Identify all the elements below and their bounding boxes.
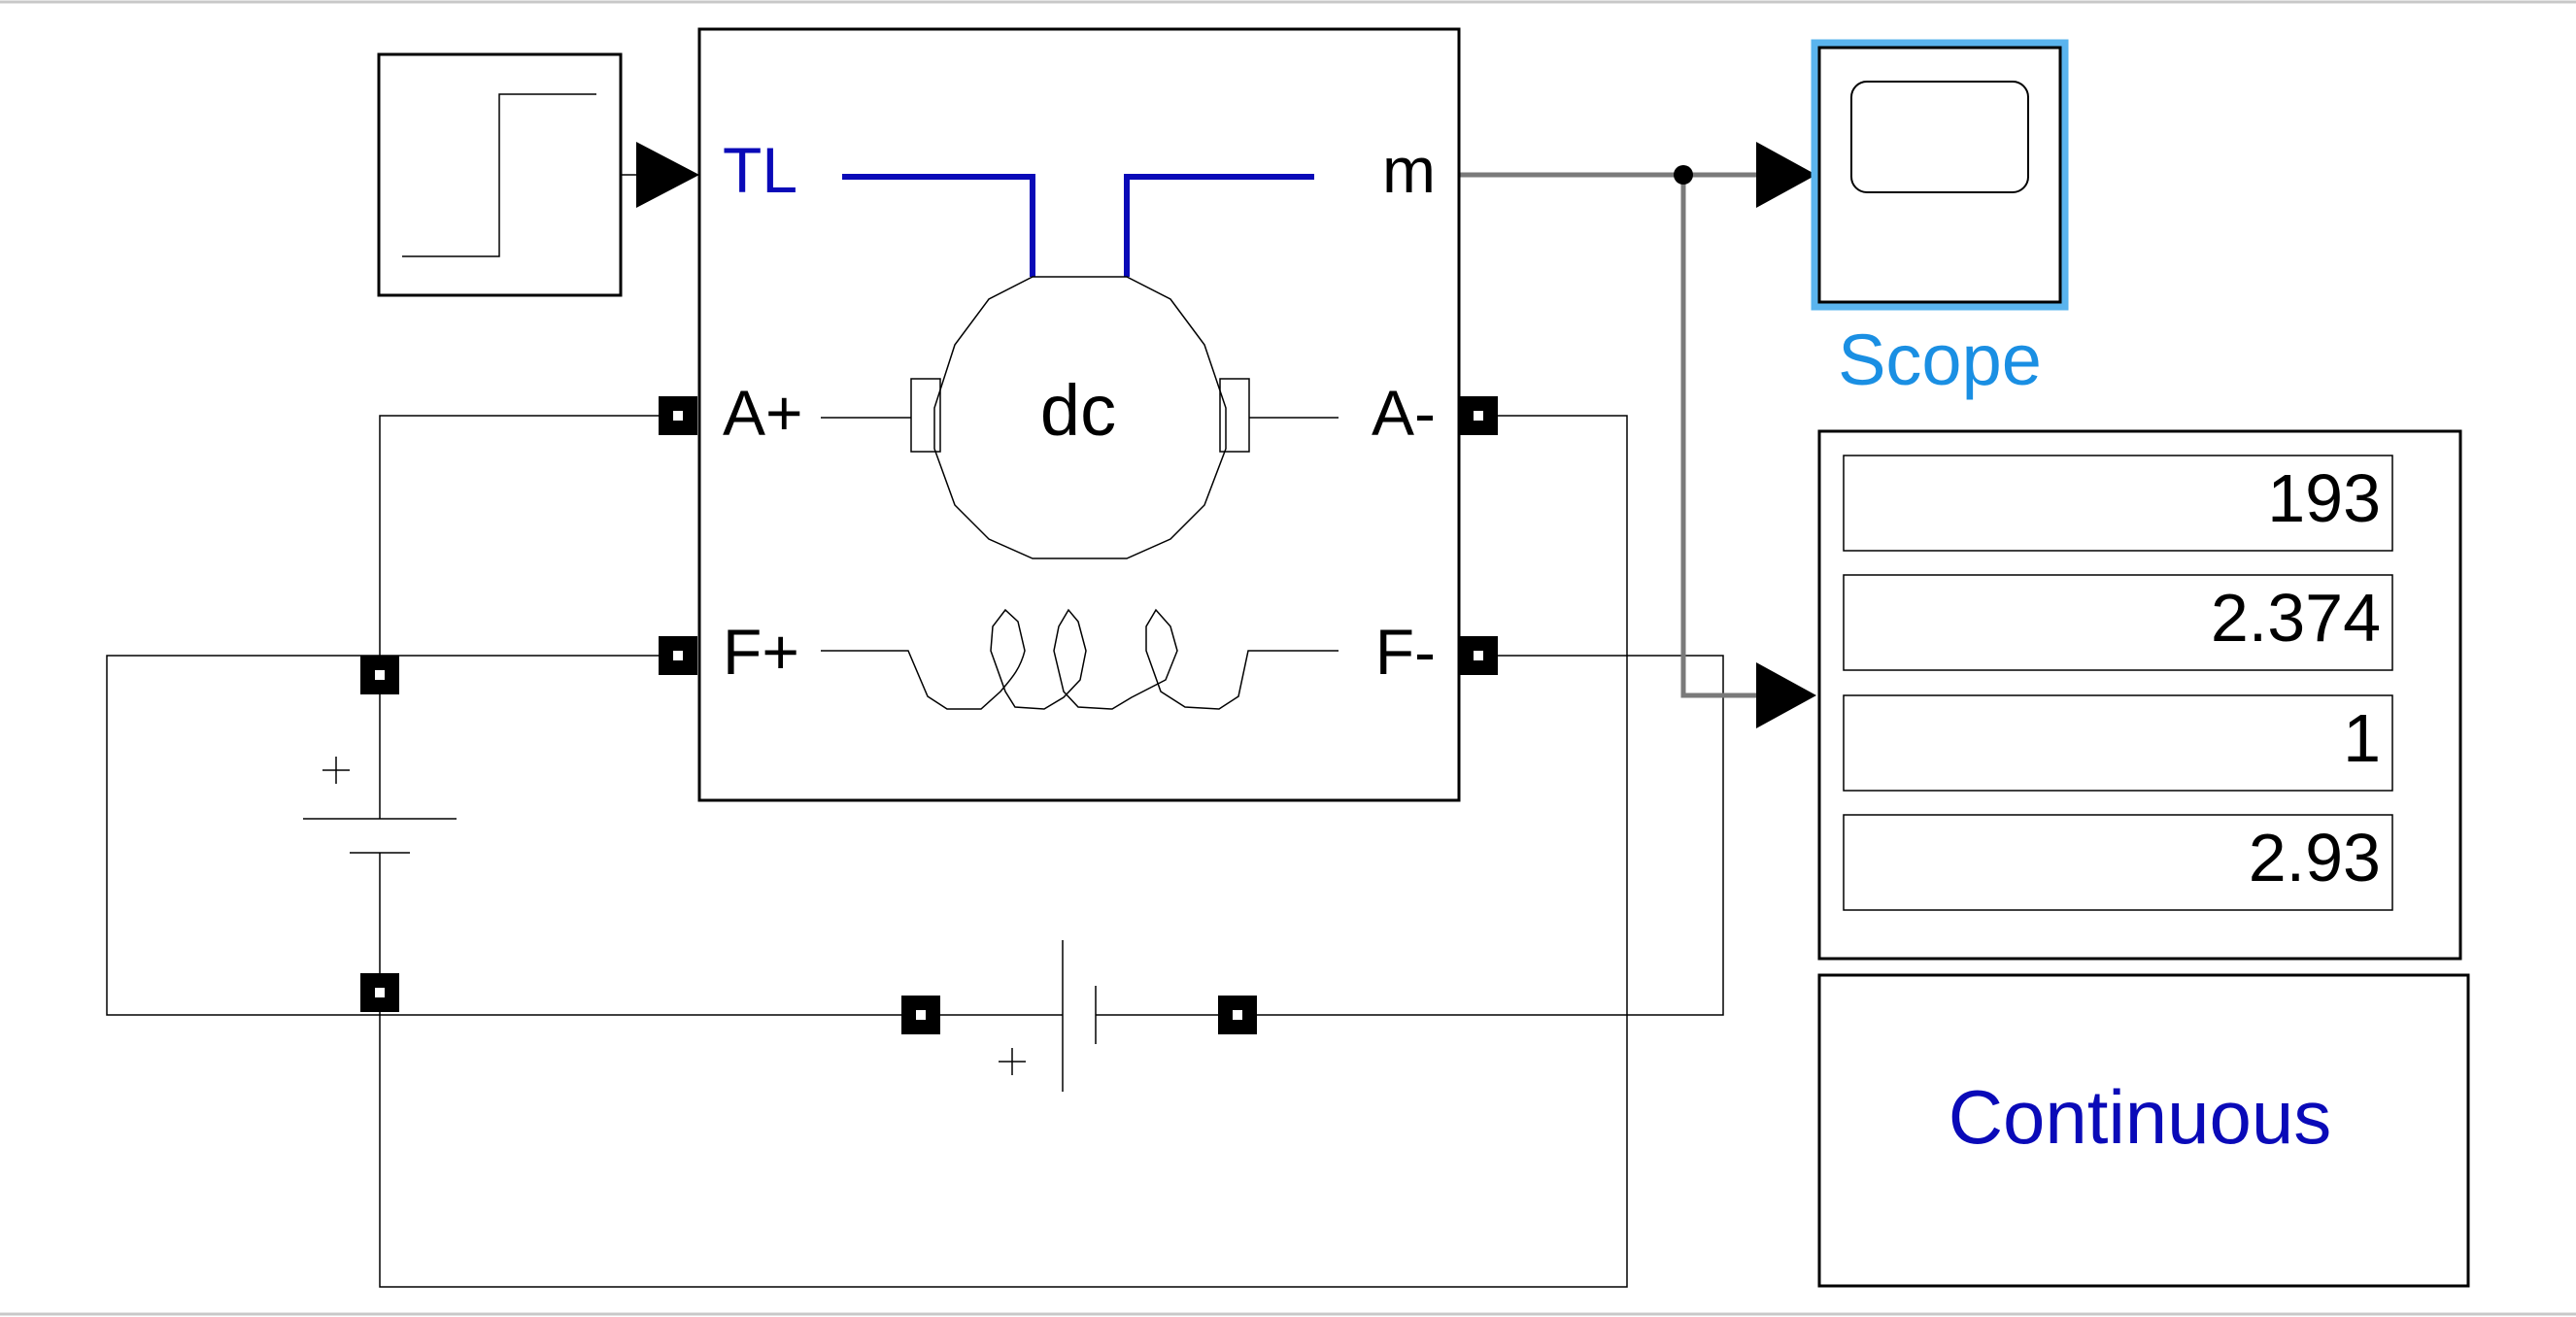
a-plus-port-label: A+ — [723, 377, 803, 449]
m-mechanical-line — [1124, 174, 1314, 277]
display-input-arrow — [1756, 662, 1816, 728]
port-left-battery-plus[interactable] — [360, 656, 399, 694]
f-minus-port-label: F- — [1375, 616, 1436, 688]
port-bottom-battery-plus[interactable] — [901, 996, 940, 1034]
scope-block[interactable]: Scope — [1811, 39, 2069, 400]
display-value: 193 — [2267, 460, 2381, 536]
display-value: 1 — [2343, 700, 2381, 776]
scope-name-label: Scope — [1838, 320, 2042, 400]
wire-a-plus[interactable] — [379, 415, 678, 675]
tl-mechanical-line — [842, 174, 1035, 277]
step-block[interactable] — [377, 52, 623, 297]
port-left-battery-minus[interactable] — [360, 973, 399, 1012]
electrical-ports — [360, 396, 1498, 1034]
scope-screen-icon — [1850, 81, 2029, 193]
dc-center-label: dc — [1040, 370, 1116, 451]
display-value: 2.374 — [2211, 580, 2381, 656]
port-bottom-battery-minus[interactable] — [1218, 996, 1257, 1034]
display-field: 2.374 — [1843, 574, 2393, 671]
scope-input-arrow — [1756, 142, 1816, 208]
scope-selection-highlight — [1811, 39, 2069, 311]
display-block[interactable]: 193 2.374 1 2.93 — [1817, 429, 2462, 961]
field-winding-icon — [821, 608, 1339, 710]
left-dc-voltage-source[interactable] — [303, 757, 457, 854]
display-field: 193 — [1843, 455, 2393, 552]
a-minus-port-label: A- — [1372, 377, 1436, 449]
port-f-minus[interactable] — [1459, 636, 1498, 675]
tl-input-arrow — [636, 142, 699, 208]
port-a-minus[interactable] — [1459, 396, 1498, 435]
m-port-label: m — [1382, 134, 1436, 206]
armature-icon — [933, 276, 1227, 559]
right-brush-icon — [1219, 378, 1250, 453]
powergui-mode-label: Continuous — [1949, 1074, 2332, 1160]
signal-m-to-display[interactable] — [1680, 175, 1756, 698]
port-a-plus[interactable] — [659, 396, 697, 435]
port-f-plus[interactable] — [659, 636, 697, 675]
dc-machine-block[interactable]: TL m A+ A- F+ F- dc — [697, 27, 1461, 802]
signal-branch-point — [1674, 165, 1693, 185]
bottom-dc-voltage-source[interactable] — [999, 940, 1097, 1092]
left-brush-icon — [910, 378, 941, 453]
wire-from-bottom-battery[interactable] — [1237, 655, 1724, 1016]
signal-lines — [636, 142, 1816, 728]
display-field: 2.93 — [1843, 814, 2393, 911]
f-plus-port-label: F+ — [723, 616, 799, 688]
step-waveform-icon — [402, 93, 596, 257]
wire-f-plus[interactable] — [106, 655, 678, 1016]
powergui-block[interactable]: Continuous — [1817, 973, 2470, 1288]
display-field: 1 — [1843, 694, 2393, 792]
display-value: 2.93 — [2249, 820, 2381, 895]
tl-port-label: TL — [723, 134, 797, 206]
wire-bottom-loop[interactable] — [379, 415, 1628, 1288]
